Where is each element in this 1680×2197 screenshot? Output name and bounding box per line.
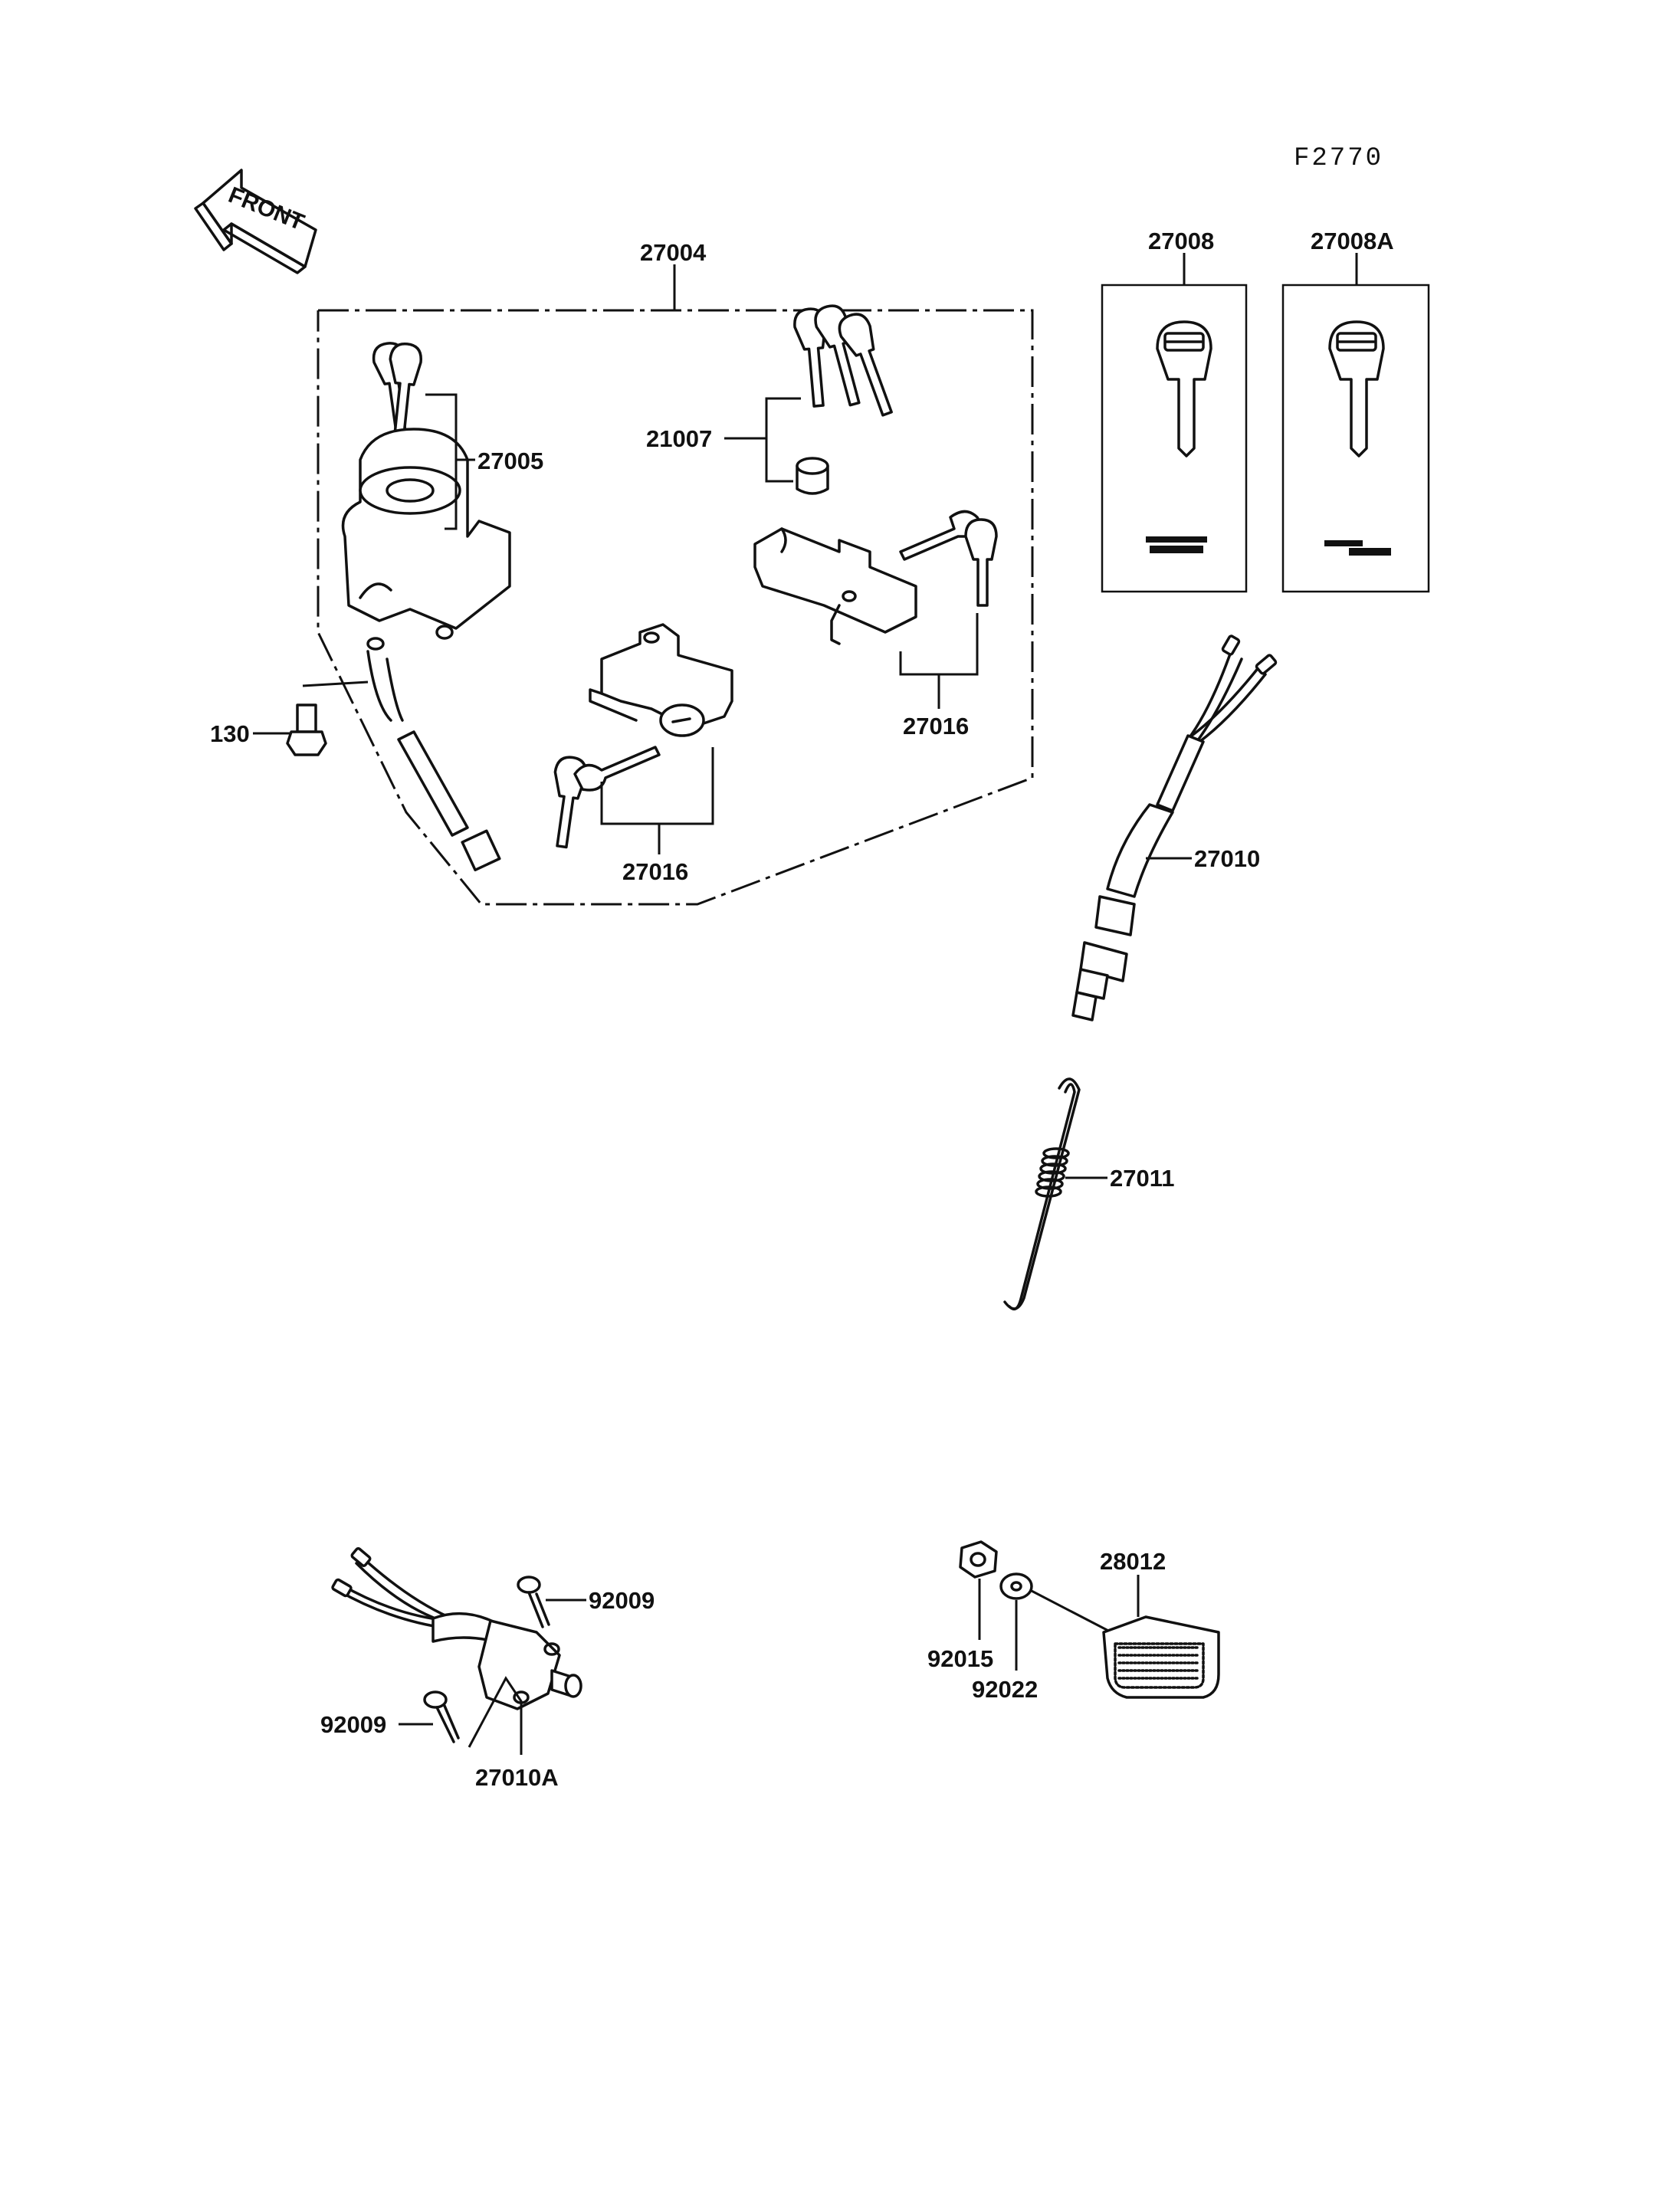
key-icon bbox=[553, 746, 661, 849]
reflector-assembly: 92015 92022 28012 bbox=[927, 1540, 1220, 1703]
stop-switch-27010A: 92009 92009 27010A bbox=[320, 1547, 655, 1791]
drawing-code: F2770 bbox=[1294, 144, 1383, 173]
callout-130: 130 bbox=[210, 720, 250, 747]
callout-27010: 27010 bbox=[1194, 845, 1260, 872]
washer-icon bbox=[999, 1572, 1033, 1600]
callout-27016-upper: 27016 bbox=[903, 713, 969, 739]
front-arrow-icon: FRONT bbox=[194, 169, 317, 274]
ignition-switch-27005: 27005 bbox=[341, 342, 543, 872]
reflector-icon bbox=[1102, 1615, 1220, 1699]
callout-92009-lower: 92009 bbox=[320, 1711, 386, 1738]
callout-92009-upper: 92009 bbox=[589, 1587, 655, 1614]
key-set-21007: 21007 bbox=[646, 304, 893, 495]
key-icon bbox=[793, 304, 893, 417]
screw-icon bbox=[517, 1576, 550, 1628]
callout-27011: 27011 bbox=[1110, 1165, 1175, 1192]
key-blank-27008: 27008 bbox=[1101, 228, 1248, 593]
key-icon bbox=[899, 510, 998, 607]
ignition-switch-set-boundary: 27004 bbox=[317, 239, 1034, 906]
callout-27008: 27008 bbox=[1148, 228, 1214, 254]
seat-lock-27016-upper: 27016 bbox=[753, 510, 998, 739]
callout-27016-lower: 27016 bbox=[622, 858, 688, 885]
callout-27008A: 27008A bbox=[1311, 228, 1394, 254]
callout-27004: 27004 bbox=[640, 239, 707, 266]
screw-icon bbox=[423, 1690, 460, 1743]
callout-92015: 92015 bbox=[927, 1645, 993, 1672]
callout-21007: 21007 bbox=[646, 425, 712, 452]
callout-28012: 28012 bbox=[1100, 1548, 1166, 1575]
callout-27010A: 27010A bbox=[475, 1764, 559, 1791]
nut-icon bbox=[959, 1540, 998, 1579]
spring-27011: 27011 bbox=[1003, 1077, 1175, 1311]
callout-27005: 27005 bbox=[477, 448, 543, 474]
key-icon bbox=[372, 342, 422, 447]
lock-cap-icon bbox=[796, 457, 829, 495]
neutral-switch-27010: 27010 bbox=[1071, 635, 1278, 1021]
key-blank-27008A: 27008A bbox=[1281, 228, 1430, 593]
bolt-130: 130 bbox=[210, 680, 369, 756]
callout-92022: 92022 bbox=[972, 1676, 1038, 1703]
helmet-lock-27016-lower: 27016 bbox=[553, 623, 733, 885]
